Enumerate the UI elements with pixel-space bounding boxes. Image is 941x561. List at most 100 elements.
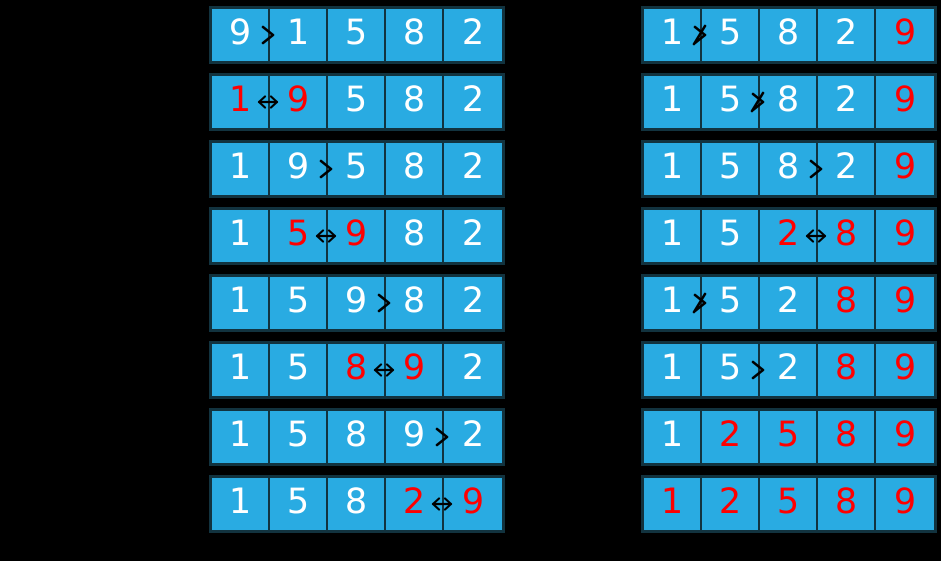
array-cell: 1 (212, 411, 270, 463)
cell-value: 1 (228, 79, 252, 120)
array-cell: 9 (876, 344, 934, 396)
array-cell: 9 (876, 143, 934, 195)
array-cell: 1 (644, 143, 702, 195)
array-cell: 8 (328, 411, 386, 463)
array-cell: 1 (644, 210, 702, 262)
cell-value: 2 (461, 12, 485, 53)
array-cell: 8 (818, 344, 876, 396)
cell-value: 1 (228, 213, 252, 254)
array-cell: 2 (444, 277, 502, 329)
cell-value: 9 (402, 414, 426, 455)
cell-value: 8 (344, 347, 368, 388)
cell-value: 5 (776, 481, 800, 522)
array-cell: 2 (444, 143, 502, 195)
array-cell: 5 (702, 76, 765, 128)
cell-value: 9 (344, 213, 368, 254)
cell-value: 9 (893, 280, 917, 321)
array-cell: 2 (702, 478, 760, 530)
array-cell: 2 (386, 478, 453, 530)
array-cell: 8 (328, 478, 386, 530)
array-cell: 8 (818, 478, 876, 530)
array-cell: 8 (386, 277, 444, 329)
array-cell: 1 (270, 9, 328, 61)
cell-value: 2 (461, 414, 485, 455)
cell-value: 9 (893, 146, 917, 187)
array-cell: 2 (818, 76, 876, 128)
array-cell: 5 (270, 478, 328, 530)
array-cell: 2 (444, 344, 502, 396)
cell-value: 1 (228, 481, 252, 522)
cell-value: 2 (461, 280, 485, 321)
cell-value: 5 (718, 280, 742, 321)
cell-value: 2 (718, 414, 742, 455)
array-cell: 5 (328, 9, 386, 61)
array-cell: 2 (444, 9, 502, 61)
cell-value: 8 (834, 213, 858, 254)
cell-value: 8 (776, 79, 800, 120)
array-cell: 2 (760, 210, 827, 262)
array-cell: 9 (876, 478, 934, 530)
array-cell: 5 (328, 76, 386, 128)
cell-value: 9 (893, 347, 917, 388)
cell-value: 1 (660, 414, 684, 455)
array-cell: 5 (702, 9, 760, 61)
cell-value: 8 (402, 12, 426, 53)
cell-value: 2 (834, 79, 858, 120)
array-cell: 2 (702, 411, 760, 463)
cell-value: 8 (344, 481, 368, 522)
array-cell: 1 (212, 143, 270, 195)
cell-value: 5 (286, 414, 310, 455)
array-cell: 8 (386, 210, 444, 262)
array-cell: 2 (760, 277, 818, 329)
cell-value: 1 (660, 12, 684, 53)
array-cell: 2 (444, 210, 502, 262)
array-cell: 9 (876, 411, 934, 463)
cell-value: 9 (893, 12, 917, 53)
cell-value: 5 (718, 146, 742, 187)
cell-value: 2 (776, 280, 800, 321)
cell-value: 1 (286, 12, 310, 53)
cell-value: 1 (660, 146, 684, 187)
array-cell: 8 (760, 9, 818, 61)
cell-value: 8 (834, 280, 858, 321)
array-cell: 1 (212, 277, 270, 329)
cell-value: 5 (718, 12, 742, 53)
cell-value: 2 (461, 146, 485, 187)
array-cell: 8 (386, 9, 444, 61)
cell-value: 5 (718, 347, 742, 388)
array-cell: 8 (818, 210, 876, 262)
cell-value: 9 (893, 213, 917, 254)
array-cell: 1 (644, 478, 702, 530)
array-cell: 1 (212, 344, 270, 396)
cell-value: 9 (893, 481, 917, 522)
cell-value: 9 (461, 481, 485, 522)
cell-value: 5 (344, 12, 368, 53)
array-cell: 5 (328, 143, 386, 195)
cell-value: 8 (402, 213, 426, 254)
cell-value: 5 (776, 414, 800, 455)
cell-value: 9 (344, 280, 368, 321)
array-cell: 2 (444, 411, 502, 463)
array-cell: 1 (644, 277, 707, 329)
cell-value: 9 (893, 414, 917, 455)
cell-value: 1 (228, 280, 252, 321)
cell-value: 2 (776, 347, 800, 388)
array-cell: 5 (760, 411, 818, 463)
array-cell: 9 (212, 9, 275, 61)
cell-value: 9 (286, 146, 310, 187)
array-cell: 9 (444, 478, 502, 530)
cell-value: 8 (402, 280, 426, 321)
array-cell: 9 (876, 210, 934, 262)
cell-value: 8 (402, 79, 426, 120)
